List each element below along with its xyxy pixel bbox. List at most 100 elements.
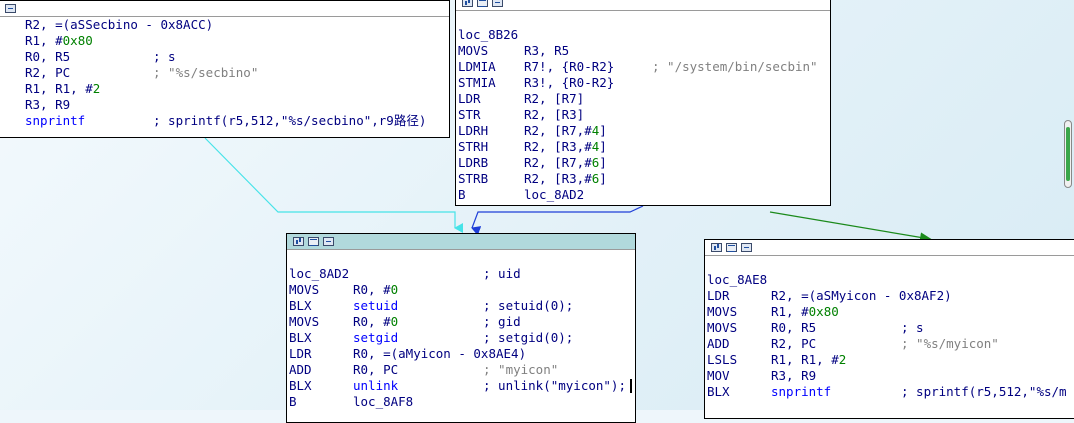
asm-operands: R1, R1, #2 xyxy=(771,352,846,368)
asm-comment: ; "%s/secbino" xyxy=(153,65,259,80)
asm-operands: R0, #0 xyxy=(353,282,398,298)
block-title-bar[interactable] xyxy=(456,0,830,11)
asm-operand-text: R2, PC xyxy=(25,65,71,80)
asm-mnemonic: ADD xyxy=(289,362,312,377)
asm-mnemonic: B xyxy=(458,187,466,202)
code-view-icon[interactable] xyxy=(5,4,16,13)
asm-mnemonic: B xyxy=(289,394,297,409)
group-nodes-icon[interactable] xyxy=(308,237,319,246)
asm-operands: R7!, {R0-R2} xyxy=(524,59,614,75)
asm-line: R3, R9 xyxy=(1,97,449,113)
block-title-bar[interactable] xyxy=(0,1,449,17)
asm-operands: snprintf xyxy=(771,384,831,400)
asm-operand-text: R1, R1, # xyxy=(25,81,93,96)
asm-line: R0, R5; s xyxy=(1,49,449,65)
code-view-icon[interactable] xyxy=(323,237,334,246)
code-view-icon[interactable] xyxy=(741,243,752,252)
asm-operand-text: R2, [R7,# xyxy=(524,123,592,138)
asm-operand-tail: ] xyxy=(599,171,607,186)
blank-line xyxy=(707,256,1074,272)
asm-operand-text: loc_8AD2 xyxy=(524,187,585,202)
asm-operands: R3, R9 xyxy=(25,97,70,113)
asm-mnemonic: LDMIA xyxy=(458,59,496,74)
asm-operands: R2, =(aSSecbino - 0x8ACC) xyxy=(25,17,213,33)
asm-line: R1, R1, #2 xyxy=(1,81,449,97)
asm-immediate: 0x80 xyxy=(62,33,93,48)
asm-immediate: 0x80 xyxy=(808,304,839,319)
asm-operands: R2, [R3] xyxy=(524,107,584,123)
asm-operands: R0, R5 xyxy=(771,320,816,336)
asm-operand-tail: ] xyxy=(599,139,607,154)
asm-operand-text: R2, PC xyxy=(771,336,817,351)
asm-operand-tail: ] xyxy=(599,123,607,138)
asm-mnemonic: MOVS xyxy=(458,43,489,58)
asm-mnemonic: MOVS xyxy=(289,314,320,329)
graph-view-icon[interactable] xyxy=(711,243,722,252)
asm-immediate: 6 xyxy=(591,171,600,186)
asm-operand-text: R0, =(aMyicon - 0x8AE4) xyxy=(353,346,527,361)
asm-operand-text: R2, [R3,# xyxy=(524,171,592,186)
asm-operand-text: R3, R9 xyxy=(25,97,71,112)
group-nodes-icon[interactable] xyxy=(726,243,737,252)
asm-operand-text: R1, # xyxy=(25,33,63,48)
asm-operand-text: snprintf xyxy=(771,384,832,399)
asm-operand-text: R2, [R7] xyxy=(524,91,585,106)
asm-line: R2, =(aSSecbino - 0x8ACC) xyxy=(1,17,449,33)
code-view-icon[interactable] xyxy=(492,0,503,7)
asm-mnemonic: LDR xyxy=(289,346,312,361)
block-title-bar[interactable] xyxy=(705,240,1074,256)
asm-operands: R2, [R7,#6] xyxy=(524,155,607,171)
overview-scrollbar[interactable] xyxy=(1064,120,1072,188)
scrollbar-thumb[interactable] xyxy=(1066,127,1070,181)
asm-operands: R3, R9 xyxy=(771,368,816,384)
edge-secbino-to-loc-8ad2 xyxy=(204,137,463,233)
asm-operand-text: R3, R9 xyxy=(771,368,817,383)
asm-operands: setgid xyxy=(353,330,398,346)
asm-comment: ; uid xyxy=(483,266,521,281)
asm-operands: R2, [R7] xyxy=(524,91,584,107)
graph-view-icon[interactable] xyxy=(462,0,473,7)
asm-operand-text: R0, R5 xyxy=(771,320,817,335)
asm-line: MOV R3, R9 xyxy=(707,368,1074,384)
asm-comment: ; unlink("myicon"); xyxy=(483,378,626,393)
asm-operand-text: loc_8AF8 xyxy=(353,394,414,409)
asm-line: R1, #0x80 xyxy=(1,33,449,49)
asm-operand-text: snprintf xyxy=(25,113,86,128)
block-title-bar[interactable] xyxy=(287,234,635,250)
asm-mnemonic: LDR xyxy=(458,91,481,106)
asm-operand-text: R3!, {R0-R2} xyxy=(524,75,615,90)
asm-operands: R0, #0 xyxy=(353,314,398,330)
asm-operand-text: R0, R5 xyxy=(25,49,71,64)
group-nodes-icon[interactable] xyxy=(477,0,488,7)
asm-comment: ; sprintf(r5,512,"%s/secbino",r9路径) xyxy=(153,113,427,128)
graph-view-icon[interactable] xyxy=(293,237,304,246)
asm-immediate: 4 xyxy=(591,139,600,154)
asm-line: snprintf ; sprintf(r5,512,"%s/secbino",r9… xyxy=(1,113,449,129)
asm-comment: ; "%s/myicon" xyxy=(901,336,999,351)
asm-mnemonic: MOV xyxy=(707,368,730,383)
asm-operands: R2, PC xyxy=(771,336,816,352)
asm-operands: R2, PC xyxy=(25,65,70,81)
asm-operand-text: setgid xyxy=(353,330,399,345)
asm-operands: R0, =(aMyicon - 0x8AE4) xyxy=(353,346,526,362)
asm-immediate: 2 xyxy=(92,81,101,96)
asm-mnemonic: LDRH xyxy=(458,123,489,138)
asm-operands: R0, PC xyxy=(353,362,398,378)
asm-line: R2, PC ; "%s/secbino" xyxy=(1,65,449,81)
